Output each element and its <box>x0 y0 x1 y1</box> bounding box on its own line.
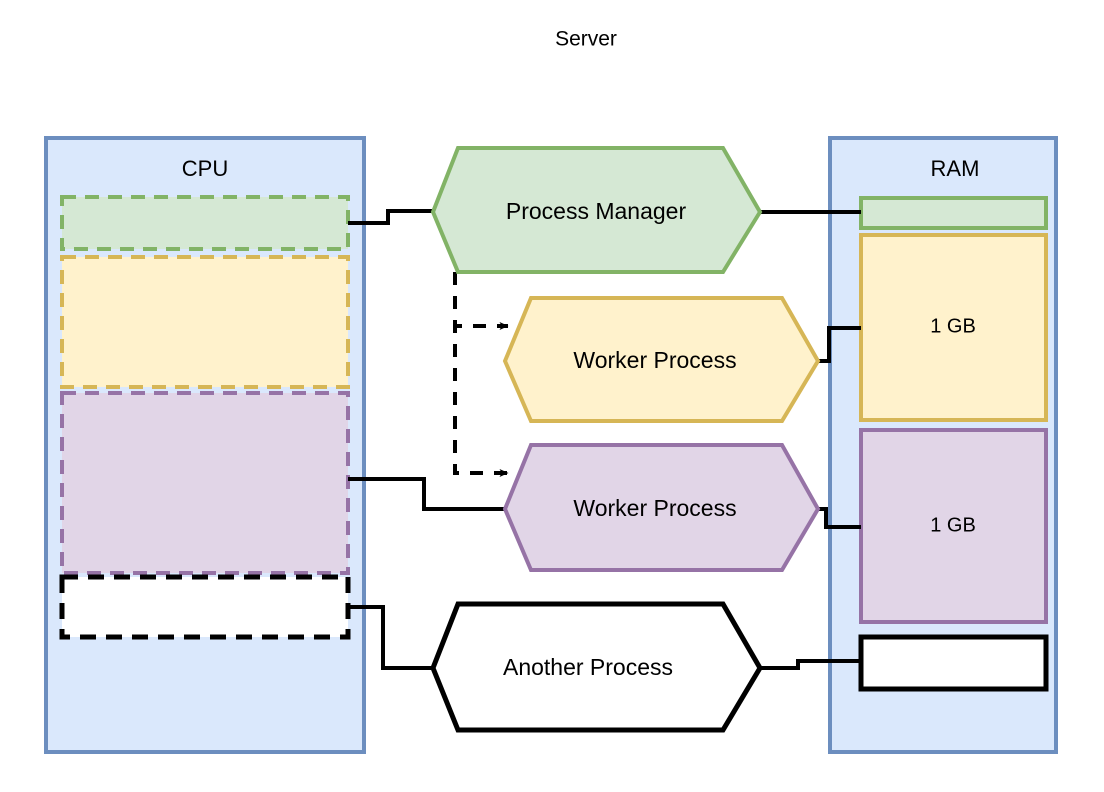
ram-slice-worker-1[interactable]: 1 GB <box>859 233 1048 422</box>
worker-process-1-label: Worker Process <box>573 347 736 373</box>
process-manager-node[interactable]: Process Manager <box>430 146 763 274</box>
worker-process-1-shape <box>502 296 821 423</box>
ram-slice-worker-2[interactable]: 1 GB <box>859 428 1048 624</box>
cpu-slice-another-process[interactable] <box>59 574 351 640</box>
diagram-title: Server <box>555 28 617 51</box>
cpu-container-label: CPU <box>182 156 228 181</box>
ram-slice-worker-2-box <box>859 428 1048 624</box>
edge-cpu-to-another-process <box>348 605 438 670</box>
cpu-slice-worker-2[interactable] <box>60 391 350 575</box>
cpu-slice-process-manager[interactable] <box>60 195 350 251</box>
process-manager-label: Process Manager <box>506 198 687 224</box>
worker-process-2-node[interactable]: Worker Process <box>502 443 821 572</box>
cpu-slice-worker-1[interactable] <box>60 255 350 389</box>
process-manager-shape <box>430 146 763 274</box>
worker-process-2-shape <box>502 443 821 572</box>
ram-slice-worker-1-box <box>859 233 1048 422</box>
ram-slice-another-process[interactable] <box>858 634 1049 692</box>
another-process-shape <box>430 601 763 733</box>
ram-slice-worker-2-label: 1 GB <box>930 514 976 536</box>
ram-container-label: RAM <box>931 156 980 181</box>
edge-another-process-to-ram <box>736 659 861 670</box>
worker-process-2-label: Worker Process <box>573 495 736 521</box>
edge-cpu-to-worker-2 <box>348 477 518 511</box>
another-process-node[interactable]: Another Process <box>430 601 763 733</box>
another-process-label: Another Process <box>503 654 673 680</box>
edge-process-manager-spawns-worker-1 <box>453 272 509 330</box>
edge-cpu-to-process-manager <box>348 209 438 225</box>
ram-slice-process-manager[interactable] <box>859 196 1048 230</box>
edge-process-manager-spawns-worker-2 <box>453 272 509 477</box>
worker-process-1-node[interactable]: Worker Process <box>502 296 821 423</box>
ram-slice-worker-1-label: 1 GB <box>930 315 976 337</box>
